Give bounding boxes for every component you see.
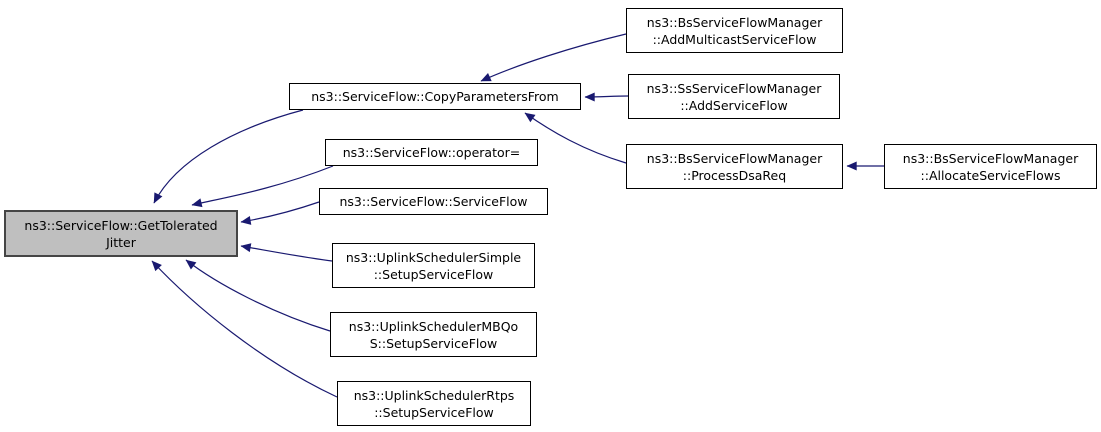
edge-uplinkmbqossetup-to-gettoleratedjitter <box>185 259 331 332</box>
edge-uplinksimplesetup-to-gettoleratedjitter <box>240 243 333 262</box>
graph-node-get-tolerated-jitter: ns3::ServiceFlow::GetTolerated Jitter <box>4 210 238 257</box>
edge-serviceflowctor-to-gettoleratedjitter <box>240 201 320 225</box>
edge-bsprocessdsareq-to-copyparametersfrom <box>524 112 627 164</box>
edge-operatorassign-to-gettoleratedjitter <box>191 165 334 208</box>
graph-node-operator-assign[interactable]: ns3::ServiceFlow::operator= <box>325 139 538 166</box>
graph-node-uplink-scheduler-rtps-setup-service-flow[interactable]: ns3::UplinkSchedulerRtps ::SetupServiceF… <box>337 381 531 426</box>
graph-node-ss-add-service-flow[interactable]: ns3::SsServiceFlowManager ::AddServiceFl… <box>628 74 840 119</box>
graph-node-bs-allocate-service-flows[interactable]: ns3::BsServiceFlowManager ::AllocateServ… <box>884 144 1097 189</box>
graph-node-uplink-scheduler-mbqos-setup-service-flow[interactable]: ns3::UplinkSchedulerMBQo S::SetupService… <box>330 312 537 357</box>
graph-node-service-flow-constructor[interactable]: ns3::ServiceFlow::ServiceFlow <box>319 188 548 215</box>
graph-node-bs-process-dsa-req[interactable]: ns3::BsServiceFlowManager ::ProcessDsaRe… <box>626 144 843 189</box>
graph-node-bs-add-multicast-service-flow[interactable]: ns3::BsServiceFlowManager ::AddMulticast… <box>626 8 843 53</box>
graph-node-copy-parameters-from[interactable]: ns3::ServiceFlow::CopyParametersFrom <box>289 83 581 110</box>
edge-bsaddmulticast-to-copyparametersfrom <box>480 33 627 82</box>
edge-uplinkrtpssetup-to-gettoleratedjitter <box>151 260 338 398</box>
graph-node-uplink-scheduler-simple-setup-service-flow[interactable]: ns3::UplinkSchedulerSimple ::SetupServic… <box>332 243 535 288</box>
edge-copyparametersfrom-to-gettoleratedjitter <box>153 109 304 204</box>
edge-ssaddserviceflow-to-copyparametersfrom <box>584 92 629 102</box>
